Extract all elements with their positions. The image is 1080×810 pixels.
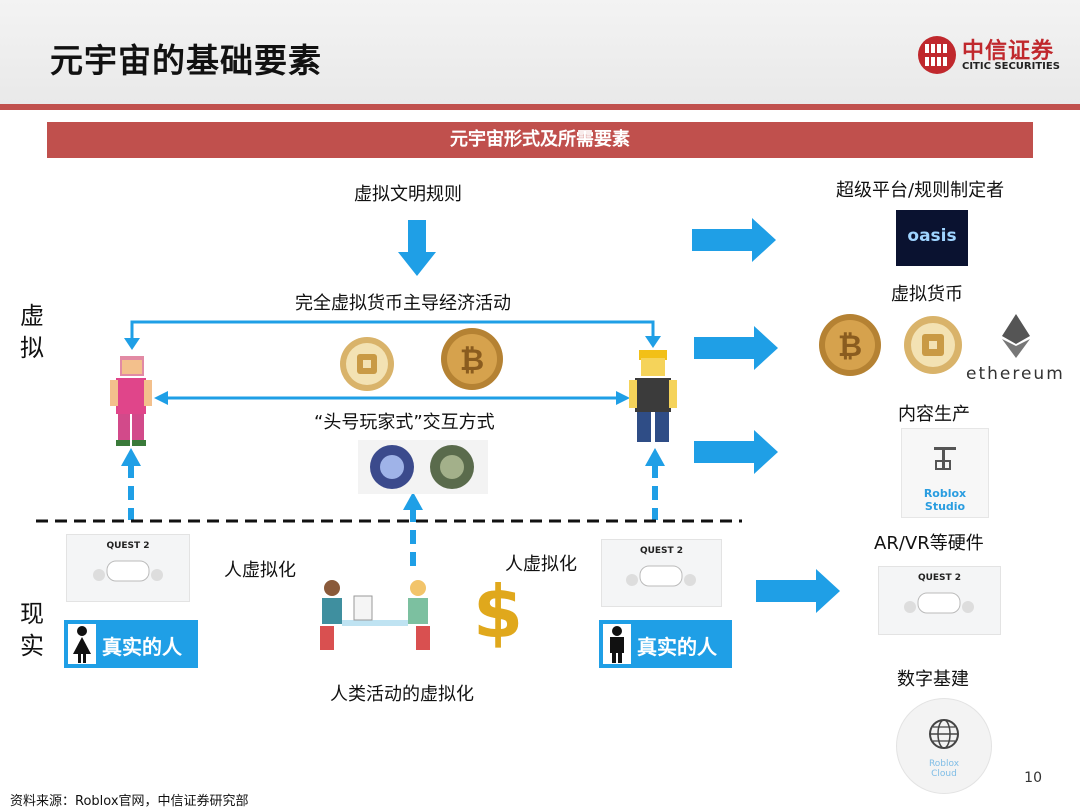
platform-label: 超级平台/规则制定者: [836, 180, 1005, 201]
logo-name: 中信证券: [962, 39, 1055, 64]
svg-text:₿: ₿: [460, 343, 484, 378]
right-arrow-icon: [692, 218, 776, 262]
arrowhead-up-icon: [121, 448, 141, 466]
page-title: 元宇宙的基础要素: [50, 41, 322, 80]
arrowhead-up-icon: [403, 492, 423, 510]
source-note: 资料来源：Roblox官网，中信证券研究部: [10, 794, 249, 809]
currency-activity-label: 完全虚拟货币主导经济活动: [295, 293, 511, 314]
crane-icon: [934, 447, 956, 470]
bitcoin-coin-icon: ₿: [441, 328, 503, 390]
real-person-badge-right: 真实的人: [599, 620, 732, 668]
quest2-label: QUEST 2: [639, 546, 684, 556]
real-person-label: 真实的人: [637, 635, 717, 659]
quest2-image-hardware: QUEST 2: [878, 566, 1001, 635]
arrowhead-right-icon: [616, 391, 630, 405]
quest2-label: QUEST 2: [917, 573, 962, 583]
infrastructure-label: 数字基建: [897, 669, 969, 690]
roblox-cloud-text: Roblox Cloud: [928, 759, 960, 779]
oasis-logo: oasis: [896, 210, 968, 266]
svg-text:$: $: [473, 573, 523, 651]
ethereum-icon: [1002, 314, 1030, 358]
virtualize-left-label: 人虚拟化: [224, 560, 296, 581]
page-number: 10: [1024, 770, 1042, 786]
virtualize-right-label: 人虚拟化: [505, 554, 577, 575]
roblox-coin-icon: [340, 337, 394, 391]
avatar-left-icon: [110, 356, 152, 446]
real-person-label: 真实的人: [102, 635, 182, 659]
arrowhead-left-icon: [124, 338, 140, 350]
dollar-sign-icon: $: [473, 573, 523, 651]
side-label-real: 现 实: [20, 600, 44, 660]
hardware-label: AR/VR等硬件: [874, 533, 984, 554]
virtual-currency-label: 虚拟货币: [891, 284, 963, 305]
vr-headset-icon: [626, 565, 696, 587]
bitcoin-coin-icon: ₿: [819, 314, 881, 376]
vr-headset-icon: [93, 560, 163, 582]
man-icon: [603, 624, 631, 664]
quest2-image-right: QUEST 2: [601, 539, 722, 607]
vr-headset-icon: [904, 592, 974, 614]
side-label-virtual: 虚 拟: [20, 302, 44, 362]
arrowhead-right-icon: [645, 336, 661, 348]
real-person-badge-left: 真实的人: [64, 620, 198, 668]
header-bar: [0, 0, 1080, 104]
quest2-label: QUEST 2: [106, 541, 150, 551]
globe-icon: [929, 719, 959, 749]
header-divider: [0, 104, 1080, 110]
quest2-image-left: QUEST 2: [66, 534, 190, 602]
meeting-illustration-icon: [312, 574, 438, 656]
citic-logo-icon: [918, 36, 956, 74]
roblox-coin-icon: [904, 316, 962, 374]
arrowhead-up-icon: [645, 448, 665, 466]
section-banner: 元宇宙形式及所需要素: [47, 122, 1033, 158]
down-arrow-icon: [398, 220, 436, 276]
human-activity-label: 人类活动的虚拟化: [330, 684, 474, 705]
roblox-studio-logo: Roblox Studio: [901, 428, 989, 518]
game-screenshots-icon: [358, 440, 488, 494]
right-arrow-icon: [694, 326, 778, 370]
currency-connector: [130, 320, 655, 347]
right-arrow-icon: [694, 430, 778, 474]
content-production-label: 内容生产: [898, 404, 970, 425]
rules-label: 虚拟文明规则: [354, 184, 462, 205]
right-arrow-icon: [756, 569, 840, 613]
svg-text:₿: ₿: [838, 329, 862, 364]
roblox-studio-text: Roblox Studio: [923, 487, 967, 513]
interaction-label: “头号玩家式”交互方式: [314, 412, 495, 433]
arrowhead-left-icon: [154, 391, 168, 405]
avatar-right-icon: [629, 350, 677, 442]
woman-icon: [68, 624, 96, 664]
logo-english-name: CITIC SECURITIES: [962, 61, 1060, 72]
roblox-cloud-logo: Roblox Cloud: [896, 698, 992, 794]
oasis-logo-text: oasis: [907, 226, 957, 246]
ethereum-text: ethereum: [966, 364, 1065, 384]
